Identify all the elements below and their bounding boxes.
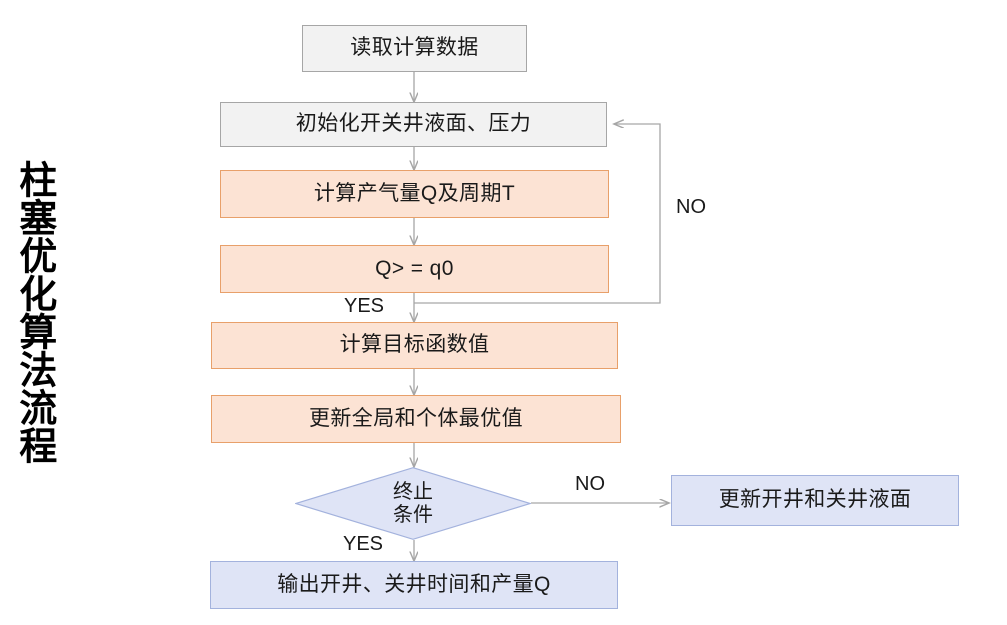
node-init[interactable]: 初始化开关井液面、压力 <box>220 102 607 147</box>
diamond-shape <box>293 467 533 540</box>
figure-side-title: 柱塞优化算法流程 <box>12 160 55 464</box>
node-calc-q-t[interactable]: 计算产气量Q及周期T <box>220 170 609 218</box>
edge-label-condition-yes: YES <box>344 295 385 317</box>
node-update-best[interactable]: 更新全局和个体最优值 <box>211 395 621 443</box>
node-output[interactable]: 输出开井、关井时间和产量Q <box>210 561 618 609</box>
node-update-best-label: 更新全局和个体最优值 <box>309 406 523 430</box>
node-terminate-condition[interactable]: 终止 条件 <box>293 467 533 540</box>
node-init-label: 初始化开关井液面、压力 <box>295 112 532 136</box>
node-update-levels-label: 更新开井和关井液面 <box>718 488 912 512</box>
node-objective-label: 计算目标函数值 <box>339 333 490 357</box>
node-terminate-line1: 终止 <box>393 481 433 504</box>
edge-label-condition-no: NO <box>676 196 706 218</box>
node-calc-q-t-label: 计算产气量Q及周期T <box>313 181 516 205</box>
edge-condition-no-loop <box>414 124 661 304</box>
edge-label-terminate-yes: YES <box>343 533 384 555</box>
edge-label-terminate-no: NO <box>575 473 605 495</box>
node-terminate-condition-label: 终止 条件 <box>295 467 531 540</box>
node-output-label: 输出开井、关井时间和产量Q <box>277 572 551 596</box>
node-objective[interactable]: 计算目标函数值 <box>211 322 618 369</box>
node-condition-q[interactable]: Q> = q0 <box>220 245 609 293</box>
node-read-data[interactable]: 读取计算数据 <box>302 25 527 72</box>
node-read-data-label: 读取计算数据 <box>350 36 479 60</box>
node-update-levels[interactable]: 更新开井和关井液面 <box>671 475 959 526</box>
node-terminate-line2: 条件 <box>393 503 433 526</box>
node-condition-q-label: Q> = q0 <box>375 256 454 280</box>
